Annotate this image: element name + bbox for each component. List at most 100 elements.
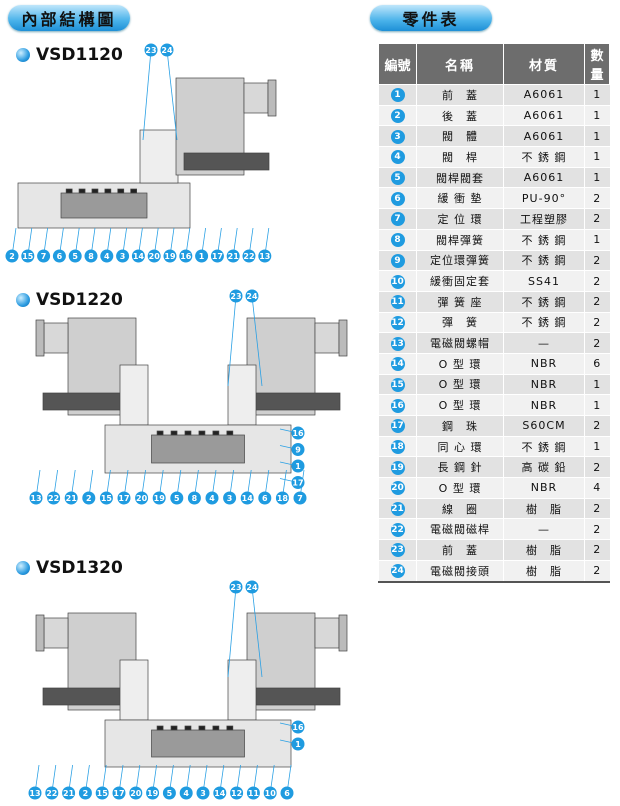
callout-badge bbox=[68, 249, 82, 263]
table-row: 5 閥桿閥套 A6061 1 bbox=[378, 167, 610, 189]
callout-label: 20 bbox=[136, 494, 148, 503]
part-qty: 2 bbox=[584, 332, 610, 354]
callout-label: 21 bbox=[63, 789, 75, 798]
seal bbox=[212, 430, 220, 436]
part-material: 不 銹 鋼 bbox=[503, 291, 585, 313]
connector-nut bbox=[338, 614, 348, 652]
callout-badge bbox=[187, 491, 201, 505]
table-row: 3 閥 體 A6061 1 bbox=[378, 125, 610, 148]
part-material: 樹 脂 bbox=[503, 498, 585, 520]
part-material: A6061 bbox=[503, 84, 585, 106]
pilot-block bbox=[119, 364, 149, 426]
callout-label: 19 bbox=[154, 494, 166, 503]
seal bbox=[226, 430, 234, 436]
callout-label: 6 bbox=[57, 252, 63, 261]
part-material: 高 碳 鉛 bbox=[503, 456, 585, 479]
callout-badge bbox=[52, 249, 66, 263]
table-row: 9 定位環彈簧 不 銹 鋼 2 bbox=[378, 250, 610, 272]
part-material: 工程塑膠 bbox=[503, 208, 585, 230]
callout-badge bbox=[291, 443, 305, 456]
part-qty: 4 bbox=[584, 477, 610, 499]
callout-badge bbox=[146, 786, 160, 800]
part-number-badge: 13 bbox=[390, 336, 405, 351]
callout-label: 18 bbox=[277, 494, 289, 503]
callout-label: 7 bbox=[41, 252, 47, 261]
part-name: 緩衝固定套 bbox=[416, 270, 504, 292]
callout-label: 24 bbox=[161, 46, 173, 55]
callout-badge bbox=[275, 491, 289, 505]
callout-badge bbox=[242, 249, 256, 263]
connector-nut bbox=[267, 79, 277, 117]
callout-badge bbox=[147, 249, 161, 263]
plunger bbox=[254, 392, 341, 411]
callout-badge bbox=[163, 249, 177, 263]
part-name: 閥桿閥套 bbox=[416, 167, 504, 189]
part-number-badge: 6 bbox=[390, 191, 405, 206]
connector-nut bbox=[35, 319, 45, 357]
callout-label: 24 bbox=[246, 583, 258, 592]
leader-line bbox=[251, 295, 263, 387]
part-qty: 1 bbox=[584, 146, 610, 168]
seal bbox=[156, 725, 164, 731]
part-material: A6061 bbox=[503, 105, 585, 127]
leader-line bbox=[227, 586, 237, 678]
part-name: O 型 環 bbox=[416, 353, 504, 375]
callout-badge bbox=[129, 786, 143, 800]
callout-badge bbox=[21, 249, 35, 263]
part-name: 前 蓋 bbox=[416, 539, 504, 561]
leader-line bbox=[142, 49, 152, 141]
leader-line bbox=[251, 586, 263, 678]
part-qty: 1 bbox=[584, 105, 610, 127]
callout-label: 13 bbox=[30, 494, 41, 503]
part-qty: 2 bbox=[584, 291, 610, 313]
part-number-badge: 20 bbox=[390, 481, 405, 496]
callout-badge bbox=[179, 786, 193, 800]
part-name: O 型 環 bbox=[416, 477, 504, 499]
part-name: 電磁閥磁桿 bbox=[416, 518, 504, 541]
callout-label: 4 bbox=[183, 789, 189, 798]
callout-label: 21 bbox=[228, 252, 240, 261]
connector-housing bbox=[314, 617, 340, 649]
part-name: 彈 簧 bbox=[416, 312, 504, 334]
callout-label: 17 bbox=[113, 789, 124, 798]
plunger bbox=[42, 687, 129, 706]
table-row: 8 閥桿彈簧 不 銹 鋼 1 bbox=[378, 229, 610, 251]
callout-badge bbox=[258, 249, 272, 263]
table-row: 23 前 蓋 樹 脂 2 bbox=[378, 539, 610, 561]
callout-badge bbox=[37, 249, 51, 263]
part-number-badge: 7 bbox=[390, 212, 405, 227]
callout-badge bbox=[213, 786, 227, 800]
callout-badge bbox=[245, 289, 259, 303]
callout-badge bbox=[246, 786, 260, 800]
seal bbox=[156, 430, 164, 436]
callout-label: 22 bbox=[48, 494, 59, 503]
part-name: 定位環彈簧 bbox=[416, 250, 504, 272]
part-number-badge: 23 bbox=[390, 543, 405, 558]
callout-badge bbox=[291, 737, 305, 751]
callout-label: 3 bbox=[120, 252, 126, 261]
table-row: 15 O 型 環 NBR 1 bbox=[378, 374, 610, 396]
callout-badge bbox=[205, 491, 219, 505]
seal bbox=[91, 188, 99, 194]
callout-label: 22 bbox=[243, 252, 254, 261]
spool bbox=[151, 434, 245, 464]
part-name: 緩 衝 墊 bbox=[416, 187, 504, 210]
callout-label: 21 bbox=[66, 494, 78, 503]
callout-label: 15 bbox=[22, 252, 34, 261]
part-number-badge: 3 bbox=[390, 129, 405, 144]
callout-label: 2 bbox=[9, 252, 15, 261]
part-qty: 2 bbox=[584, 312, 610, 334]
table-row: 21 線 圈 樹 脂 2 bbox=[378, 498, 610, 520]
connector-nut bbox=[338, 319, 348, 357]
callout-badge bbox=[223, 491, 237, 505]
callout-label: 5 bbox=[167, 789, 173, 798]
callout-badge bbox=[28, 786, 42, 800]
part-number-badge: 21 bbox=[390, 502, 405, 517]
callout-badge bbox=[5, 249, 19, 263]
callout-badge bbox=[293, 491, 307, 505]
callout-label: 4 bbox=[209, 494, 215, 503]
callout-label: 17 bbox=[212, 252, 223, 261]
col-material: 材質 bbox=[503, 43, 585, 85]
callout-label: 14 bbox=[214, 789, 226, 798]
leader-line bbox=[227, 295, 237, 387]
